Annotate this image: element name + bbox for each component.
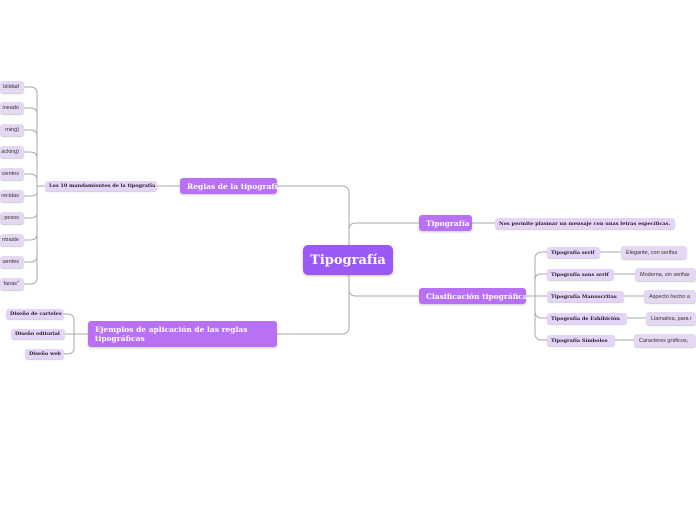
regla-item[interactable]: uentes [0,256,24,268]
regla-item[interactable]: cientes [0,168,24,180]
regla-item[interactable]: bilidad [0,81,24,93]
regla-item[interactable]: acking) [0,146,24,158]
desc-sans-serif[interactable]: Moderna, sin serifas [635,268,696,281]
regla-item[interactable]: recidas [0,190,24,202]
reglas-sub-node[interactable]: Los 10 mandamientos de la tipografía [45,181,157,191]
regla-item[interactable]: ineado [0,102,24,114]
regla-item[interactable]: ntraste [0,234,24,246]
definition-node[interactable]: Nos permite plasmar un mensaje con unas … [495,218,675,229]
desc-serif[interactable]: Elegante, con serifas [621,246,687,259]
type-serif[interactable]: Tipografía serif [547,247,600,258]
regla-item[interactable]: fanas" [0,278,24,290]
ejemplo-editorial[interactable]: Diseño editorial [11,329,65,339]
regla-item[interactable]: ; pesos [0,212,24,224]
branch-clasificacion[interactable]: Clasificación tipográfica [419,288,526,304]
desc-exhibicion[interactable]: Llamativa, para r [646,312,696,325]
type-exhibicion[interactable]: Tipografía de Exhibición [547,313,627,324]
type-simbolos[interactable]: Tipografía Símbolos [547,335,615,346]
branch-ejemplos[interactable]: Ejemplos de aplicación de las reglas tip… [88,321,277,347]
ejemplo-web[interactable]: Diseño web [25,349,64,359]
branch-tipografia[interactable]: Tipografía [419,215,472,231]
ejemplo-carteles[interactable]: Diseño de carteles [6,309,64,319]
desc-simbolos[interactable]: Caracteres gráficos, [634,334,696,347]
type-manuscritas[interactable]: Tipografía Manuscritas [547,291,624,302]
type-sans-serif[interactable]: Tipografía sans serif [547,269,614,280]
desc-manuscritas[interactable]: Aspecto hecho a [644,290,696,303]
root-node[interactable]: Tipografía [303,245,393,275]
regla-item[interactable]: rning) [0,124,24,136]
branch-reglas[interactable]: Reglas de la tipografía [180,178,277,194]
